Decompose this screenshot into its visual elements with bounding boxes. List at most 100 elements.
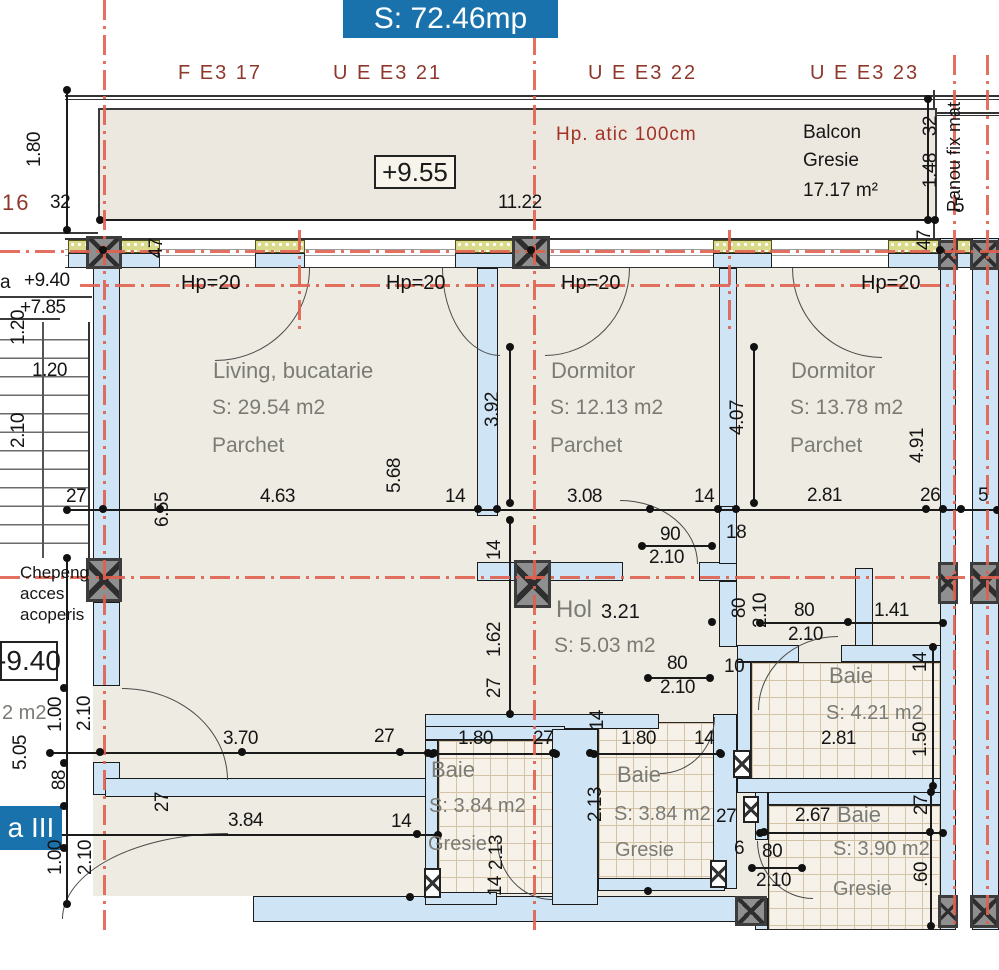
door-arc bbox=[62, 833, 228, 919]
dimension-line bbox=[63, 86, 70, 234]
axis-line bbox=[953, 55, 956, 930]
wall bbox=[93, 602, 120, 686]
area-fragment: 2 m2 bbox=[2, 702, 47, 724]
room-name: Baie bbox=[431, 757, 476, 782]
dimension-line bbox=[756, 829, 947, 836]
dimension-line bbox=[63, 554, 70, 908]
dimension-label: 1.80 bbox=[24, 132, 45, 167]
room-floor: Gresie bbox=[428, 833, 487, 855]
dimension-line bbox=[924, 95, 931, 224]
dimension-label: 1.00 bbox=[45, 697, 66, 732]
note-line: acoperis bbox=[20, 605, 85, 624]
area-badge: S: 72.46mp bbox=[343, 0, 558, 38]
axis-line bbox=[80, 284, 950, 287]
window-sill bbox=[255, 240, 305, 253]
room-area: S: 29.54 m2 bbox=[212, 396, 326, 419]
roof-edge-line bbox=[65, 95, 999, 100]
column bbox=[938, 895, 958, 928]
parapet-note: Hp. atic 100cm bbox=[556, 124, 697, 145]
dimension-line bbox=[506, 343, 513, 507]
room-floor: Gresie bbox=[833, 878, 892, 900]
room-area: S: 3.84 m2 bbox=[429, 795, 526, 817]
parapet-height-label: Hp=20 bbox=[181, 272, 241, 294]
dimension-line bbox=[63, 506, 999, 513]
parapet-height-label: Hp=20 bbox=[861, 272, 921, 294]
note-line: Chepeng bbox=[20, 563, 90, 582]
room-area: S: 13.78 m2 bbox=[790, 396, 904, 419]
parapet-height-label: Hp=20 bbox=[386, 272, 446, 294]
staircase bbox=[0, 322, 90, 558]
axis-line bbox=[533, 0, 536, 930]
dimension-line bbox=[929, 643, 936, 790]
panel-label: Panou fix mat bbox=[944, 101, 964, 212]
dimension-label: +9.40 bbox=[24, 270, 70, 291]
room-dim: 3.21 bbox=[601, 601, 640, 623]
wall bbox=[93, 268, 120, 564]
room-area: S: 3.84 m2 bbox=[614, 803, 711, 825]
axis-label: F E3 17 bbox=[178, 62, 263, 84]
dimension-line bbox=[644, 674, 714, 681]
dimension-line bbox=[756, 619, 947, 626]
column bbox=[938, 240, 958, 270]
room-name: Living, bucatarie bbox=[213, 358, 374, 383]
window-sill bbox=[888, 240, 940, 253]
dimension-label: 88 bbox=[49, 770, 70, 791]
landing-line bbox=[0, 296, 92, 298]
room-name: Baie bbox=[829, 663, 874, 688]
landing-line bbox=[0, 318, 60, 320]
dimension-label: +7.85 bbox=[20, 297, 66, 318]
axis-label: 16 bbox=[2, 190, 31, 215]
dimension-line bbox=[750, 343, 757, 507]
wall bbox=[425, 726, 565, 740]
level-marker: -9.40 bbox=[0, 641, 61, 681]
level-marker: +9.55 bbox=[374, 155, 456, 189]
room-area: S: 5.03 m2 bbox=[554, 634, 656, 657]
column bbox=[970, 240, 999, 270]
column bbox=[938, 562, 958, 604]
axis-line bbox=[728, 230, 731, 330]
wall-segment bbox=[713, 253, 772, 268]
wall bbox=[425, 892, 497, 905]
room-name: Dormitor bbox=[791, 358, 876, 383]
roof-access-note: Chepeng acces acoperis bbox=[20, 562, 89, 625]
dimension-line bbox=[96, 216, 939, 223]
room-name: Baie bbox=[837, 802, 882, 827]
note-line: acces bbox=[20, 584, 65, 603]
dimension-label: 5.05 bbox=[10, 735, 31, 770]
wall-segment bbox=[888, 253, 940, 268]
room-name: Baie bbox=[617, 762, 662, 787]
room-floor: Gresie bbox=[615, 839, 674, 861]
parapet-height-label: Hp=20 bbox=[561, 272, 621, 294]
wall bbox=[737, 778, 945, 793]
fixture bbox=[424, 868, 441, 898]
axis-line bbox=[103, 0, 106, 930]
room-floor: Parchet bbox=[790, 434, 863, 457]
dimension-line bbox=[638, 542, 716, 549]
fixture bbox=[733, 750, 751, 778]
axis-line bbox=[0, 576, 999, 579]
left-edge-line bbox=[0, 232, 98, 234]
room-area: S: 12.13 m2 bbox=[550, 396, 664, 419]
dimension-line bbox=[590, 750, 725, 757]
axis-label: U E E3 23 bbox=[810, 62, 920, 84]
wall bbox=[598, 878, 725, 891]
column bbox=[735, 896, 767, 926]
wall bbox=[105, 778, 437, 797]
dimension-line bbox=[46, 831, 442, 838]
column bbox=[970, 562, 999, 604]
axis-label: U E E3 21 bbox=[333, 62, 443, 84]
room-area: S: 4.21 m2 bbox=[826, 702, 923, 724]
dimension-line bbox=[506, 516, 513, 718]
room-name: Hol bbox=[556, 596, 593, 623]
wall bbox=[552, 729, 598, 905]
balcony-floor: Gresie bbox=[803, 150, 859, 171]
fixture bbox=[743, 796, 759, 823]
right-ledge-line bbox=[935, 112, 999, 116]
room-area: S: 3.90 m2 bbox=[833, 838, 930, 860]
wall bbox=[253, 896, 760, 922]
level-prefix: a bbox=[0, 272, 11, 293]
axis-line bbox=[298, 230, 301, 330]
wall bbox=[855, 568, 873, 647]
column bbox=[970, 895, 999, 928]
